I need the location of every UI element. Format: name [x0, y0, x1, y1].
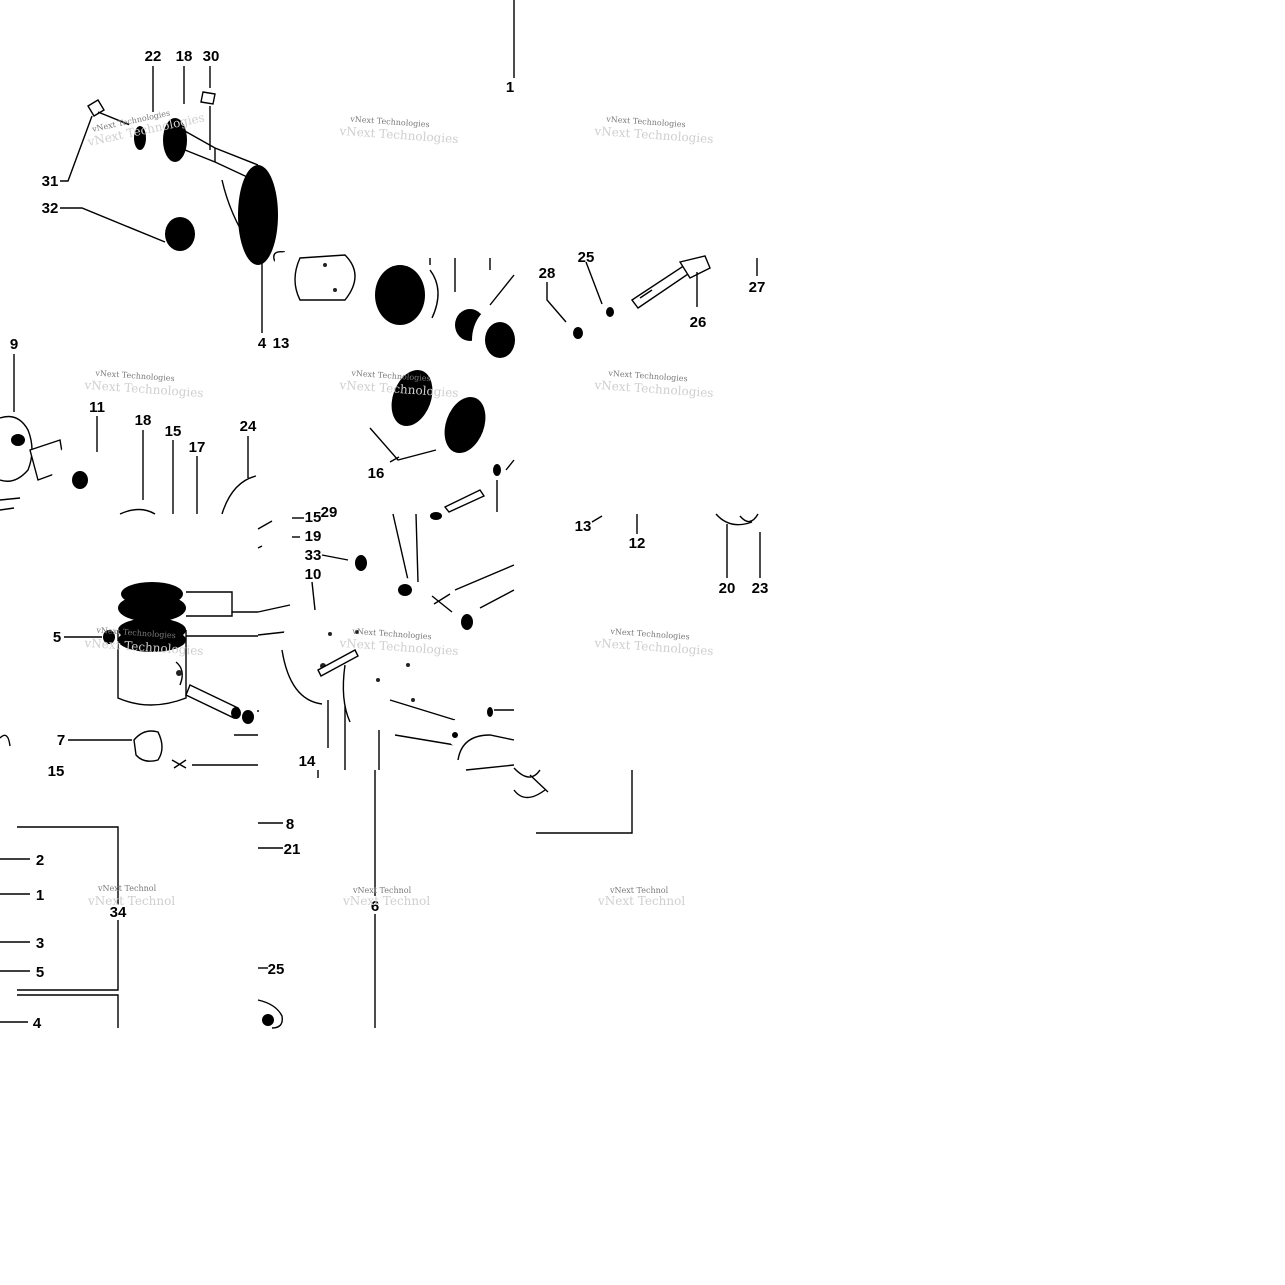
callout-18-left: 18 — [135, 412, 152, 429]
piston-kit-bracket — [0, 826, 119, 1028]
callout-5-kit: 5 — [36, 964, 44, 981]
callout-31: 31 — [42, 173, 59, 190]
callout-15-center: 15 — [305, 509, 322, 526]
callout-22: 22 — [145, 48, 162, 65]
leader-lines-center — [389, 456, 400, 463]
callout-33: 33 — [305, 547, 322, 564]
callout-14: 14 — [299, 753, 316, 770]
callout-21: 21 — [284, 841, 301, 858]
callout-27: 27 — [749, 279, 766, 296]
callout-17: 17 — [189, 439, 206, 456]
leader-lines-right — [546, 258, 758, 323]
leader-lines-right-center — [536, 514, 761, 834]
leader-lines-left-lower — [64, 591, 259, 766]
callout-6: 6 — [371, 898, 379, 915]
callout-16: 16 — [368, 465, 385, 482]
watermark-shadow: vNext Technol — [597, 894, 685, 908]
callout-4-kit: 4 — [33, 1015, 42, 1032]
callout-8: 8 — [286, 816, 294, 833]
watermark: vNext Technol — [352, 886, 412, 895]
main-bearings-assembly — [273, 250, 528, 513]
callout-24: 24 — [240, 418, 257, 435]
leader-lines-top-left — [60, 0, 515, 333]
watermark-shadow: vNext Technologies — [593, 124, 714, 146]
callout-15-left: 15 — [165, 423, 182, 440]
callout-32: 32 — [42, 200, 59, 217]
callout-26: 26 — [690, 314, 707, 331]
callout-4-mid: 4 — [258, 335, 267, 352]
watermark-shadow: vNext Technologies — [338, 124, 459, 146]
callout-30: 30 — [203, 48, 220, 65]
callout-23: 23 — [752, 580, 769, 597]
callout-18-top: 18 — [176, 48, 193, 65]
callout-20: 20 — [719, 580, 736, 597]
callout-1-kit: 1 — [36, 887, 44, 904]
watermark-shadow: vNext Technol — [87, 894, 175, 908]
crankshaft-left-assembly — [87, 91, 278, 265]
crank-housing-assembly — [0, 415, 257, 520]
piston-assembly — [0, 579, 254, 775]
callout-5-left: 5 — [53, 629, 61, 646]
callout-11: 11 — [89, 399, 105, 416]
callout-9: 9 — [10, 336, 18, 353]
drive-shaft-assembly — [564, 255, 711, 348]
right-bearing-assembly — [513, 513, 772, 799]
bottom-center-leaders — [257, 770, 376, 1029]
callout-13-mid: 13 — [273, 335, 290, 352]
watermark-shadow: vNext Technologies — [593, 636, 714, 658]
callout-12: 12 — [629, 535, 646, 552]
callout-25-top: 25 — [578, 249, 595, 266]
watermark-shadow: vNext Technologies — [83, 378, 204, 400]
callout-34: 34 — [110, 904, 127, 921]
watermark: vNext Technol — [97, 884, 157, 893]
callout-25-bottom: 25 — [268, 961, 285, 978]
callout-28: 28 — [539, 265, 556, 282]
callout-3: 3 — [36, 935, 44, 952]
watermark-shadow: vNext Technologies — [593, 378, 714, 400]
callout-19: 19 — [305, 528, 322, 545]
callout-29: 29 — [321, 504, 338, 521]
callout-2: 2 — [36, 852, 44, 869]
leader-lines-center-lower — [257, 517, 514, 778]
crank-web-conrod-assembly — [257, 512, 515, 771]
leader-lines-left-middle — [13, 354, 249, 514]
callout-7: 7 — [57, 732, 65, 749]
callout-1-top: 1 — [506, 79, 514, 96]
watermark-shadow: vNext Technol — [342, 894, 430, 908]
callout-13-right: 13 — [575, 518, 592, 535]
callout-10: 10 — [305, 566, 322, 583]
callout-15-bottom: 15 — [48, 763, 65, 780]
watermark: vNext Technol — [609, 886, 669, 895]
